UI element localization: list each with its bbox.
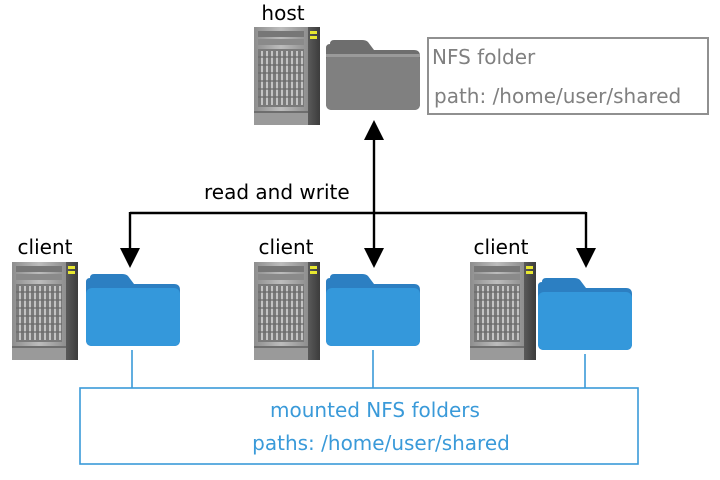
read-write-label: read and write xyxy=(204,180,350,204)
mounted-folders-path: paths: /home/user/shared xyxy=(252,431,510,455)
nfs-folder-title: NFS folder xyxy=(432,45,536,69)
client-server-icon xyxy=(254,262,320,360)
client-folder-icon xyxy=(326,274,420,346)
mounted-folders-box xyxy=(79,387,639,465)
client-folder-icon xyxy=(86,274,180,346)
client-label: client xyxy=(258,235,314,259)
host-folder-box xyxy=(427,37,709,115)
mount-connectors xyxy=(131,350,586,388)
client-label: client xyxy=(473,235,529,259)
mounted-folders-title: mounted NFS folders xyxy=(270,398,480,422)
client-label: client xyxy=(17,235,73,259)
read-write-arrows xyxy=(120,120,596,268)
client-server-icon xyxy=(470,262,536,360)
host-server-icon xyxy=(254,27,320,125)
host-label: host xyxy=(261,1,305,25)
host-folder-icon xyxy=(326,40,420,110)
client-folder-icon xyxy=(538,278,632,350)
client-server-icon xyxy=(12,262,78,360)
nfs-folder-path: path: /home/user/shared xyxy=(434,84,682,108)
